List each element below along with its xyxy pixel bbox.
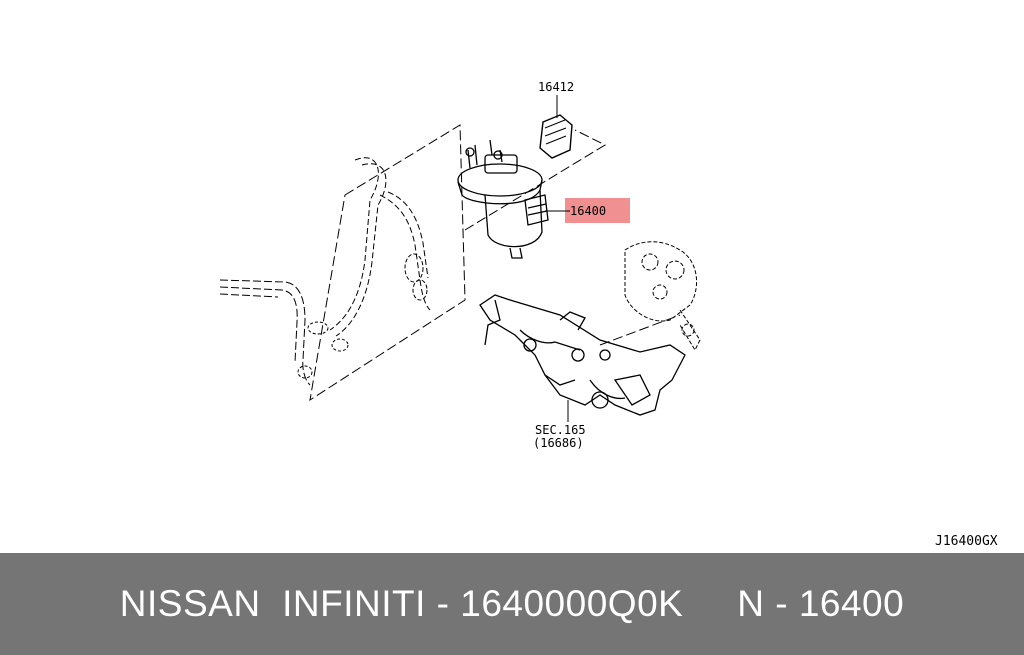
highlighted-callout-box	[565, 198, 630, 223]
lower-assembly	[479, 294, 686, 416]
diagram-code: J16400GX	[935, 534, 998, 549]
fuel-line-left	[219, 279, 311, 386]
bracket-16412	[539, 114, 573, 159]
fuel-filter-16400	[457, 139, 549, 259]
part-number-caption: NISSAN INFINITI - 1640000Q0K N - 16400	[119, 583, 905, 624]
callout-sec-ref-sub: (16686)	[533, 436, 584, 450]
callout-16400: 16400	[570, 204, 607, 218]
footer-bar: NISSAN INFINITI - 1640000Q0K N - 16400	[0, 553, 1024, 655]
hose-right	[379, 194, 431, 311]
parts-diagram: 16412 16400 SEC.165 (16686) J16400GX	[219, 80, 998, 549]
callout-sec-ref: SEC.165	[535, 423, 586, 437]
hose-left	[329, 157, 379, 331]
diagram-drawing	[219, 95, 701, 422]
callout-16412: 16412	[538, 80, 575, 94]
engine-component-upper	[624, 241, 701, 352]
panel-outline	[309, 124, 466, 402]
